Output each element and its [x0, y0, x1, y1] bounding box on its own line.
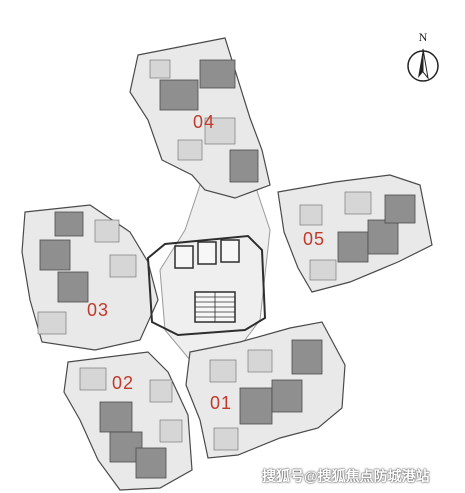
unit-01-block: [185, 321, 346, 459]
elevator-shaft: [174, 245, 194, 269]
building-core: [146, 234, 267, 337]
unit-05-block: [277, 174, 433, 293]
unit-label-03: 03: [87, 300, 110, 320]
compass: N: [398, 30, 448, 86]
unit-label-01: 01: [210, 393, 233, 413]
north-arrow-icon: [407, 48, 439, 82]
watermark-text: 搜狐号@搜狐焦点防城港站: [262, 468, 430, 484]
elevator-shaft: [197, 241, 217, 265]
staircase: [194, 291, 236, 323]
compass-letter: N: [418, 30, 428, 44]
unit-03-block: [21, 204, 159, 351]
elevator-shaft: [220, 239, 240, 263]
unit-label-02: 02: [112, 373, 135, 393]
unit-02-block: [63, 351, 193, 491]
unit-label-04: 04: [193, 112, 216, 132]
unit-label-05: 05: [303, 229, 326, 249]
unit-04-block: [129, 37, 271, 199]
